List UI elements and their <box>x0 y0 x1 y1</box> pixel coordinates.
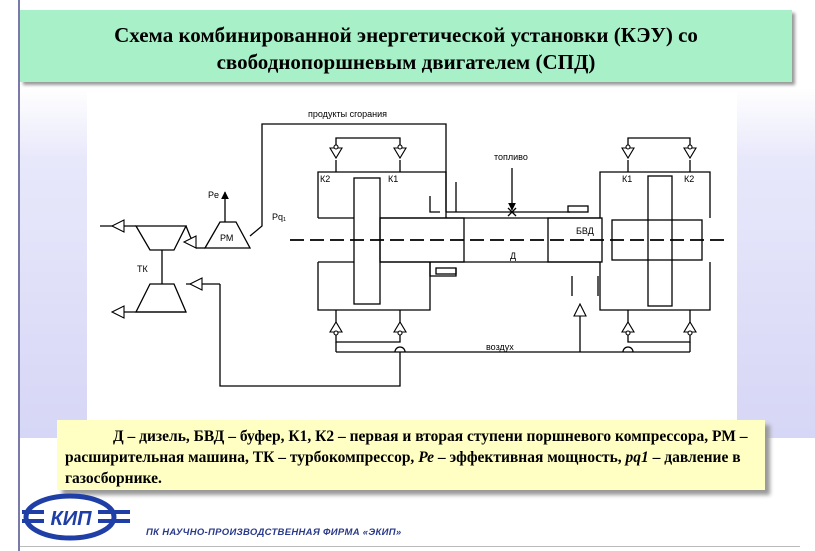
k1-left-label: К1 <box>388 174 398 184</box>
valves <box>110 144 697 336</box>
pe-label: Pe <box>208 190 219 200</box>
page-title: Схема комбинированной энергетической уст… <box>20 22 792 76</box>
title-line-1: Схема комбинированной энергетической уст… <box>114 23 698 47</box>
diesel-label: Д <box>510 251 516 261</box>
caption-pe-symbol: Ре <box>418 449 434 466</box>
combustion-products-label: продукты сгорания <box>308 109 387 119</box>
buffer-label: БВД <box>576 226 594 236</box>
combustion-products-line <box>261 123 447 218</box>
caption-box <box>57 420 765 490</box>
k1-right-label: К1 <box>622 174 632 184</box>
k2-left-label: К2 <box>320 174 330 184</box>
logo-text: КИП <box>50 508 92 530</box>
title-banner <box>20 10 792 82</box>
title-line-2: свободнопоршневым двигателем (СПД) <box>216 50 596 74</box>
ekip-logo-icon: КИП <box>22 493 130 541</box>
air-label: воздух <box>486 342 514 352</box>
left-rule <box>18 0 20 551</box>
k2-right-label: К2 <box>684 174 694 184</box>
caption-part-2: – эффективная мощность, <box>433 449 626 466</box>
tk-turbocompressor <box>100 225 220 313</box>
caption-part-1: Д – дизель, БВД – буфер, К1, К2 – первая… <box>65 428 748 466</box>
fuel-label: топливо <box>494 152 528 162</box>
right-compressor-block <box>570 137 711 352</box>
caption-pq-symbol: рq1 <box>625 449 649 466</box>
rm-machine <box>203 221 252 249</box>
footer-rule <box>20 546 800 547</box>
caption-part-3: – давление в газосборнике. <box>65 449 741 487</box>
return-line <box>219 284 401 387</box>
caption-text: Д – дизель, БВД – буфер, К1, К2 – первая… <box>65 426 765 489</box>
diesel-cylinder <box>379 182 603 277</box>
rm-label: РМ <box>220 233 233 243</box>
footer-company-name: ПК НАУЧНО-ПРОИЗВОДСТВЕННАЯ ФИРМА «ЭКИП» <box>146 527 402 538</box>
pq-label: Pq₁ <box>272 212 286 222</box>
tk-label: ТК <box>137 264 148 274</box>
